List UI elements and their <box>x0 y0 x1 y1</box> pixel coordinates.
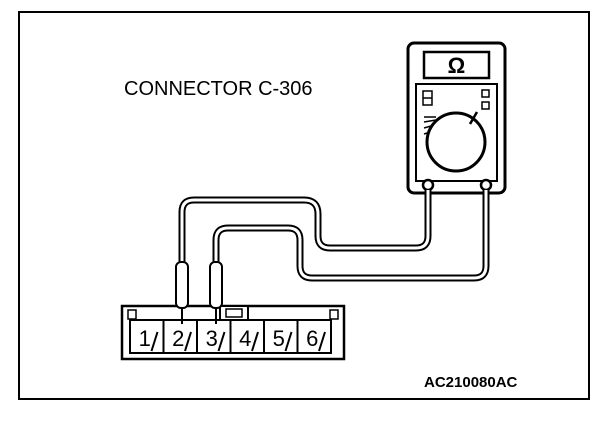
pin-terminal-mark <box>150 331 159 352</box>
pin-cell <box>162 319 198 354</box>
pin-cell <box>129 319 165 354</box>
meter-dial-pointer <box>468 111 479 125</box>
pin-number: 1 <box>139 326 151 351</box>
pin-terminal-mark <box>284 331 293 352</box>
connector-pin-1: 1 <box>129 319 165 354</box>
pin-terminal-mark <box>251 331 259 352</box>
pin-cell <box>229 319 265 354</box>
meter-indicator-right-bottom <box>481 101 490 110</box>
connector-pin-6: 6 <box>296 319 332 354</box>
ohm-symbol: Ω <box>448 53 466 78</box>
probe-body-pin-3 <box>209 261 223 309</box>
probe-body-pin-2 <box>175 261 189 309</box>
pin-number: 5 <box>273 326 285 351</box>
probe-wire-outer-core <box>180 190 430 262</box>
connector-pin-2: 2 <box>162 319 198 354</box>
pin-cell <box>196 319 232 354</box>
connector-title: CONNECTOR C-306 <box>124 78 313 100</box>
pin-number: 2 <box>172 326 184 351</box>
test-probes <box>175 261 223 324</box>
pin-number: 6 <box>306 326 318 351</box>
connector-pin-3: 3 <box>196 319 232 354</box>
probe-wires <box>178 190 490 282</box>
meter-dial <box>425 111 487 173</box>
connector-tab-right <box>329 309 339 320</box>
pin-number: 3 <box>206 326 218 351</box>
pin-terminal-mark <box>184 331 192 352</box>
connector-lock-inner <box>225 308 243 318</box>
pin-cell <box>296 319 332 354</box>
meter-indicator-right-top <box>481 89 490 98</box>
meter-display <box>422 50 491 80</box>
connector-pin-4: 4 <box>229 319 265 354</box>
meter-terminal-right <box>479 178 493 192</box>
pin-terminal-mark <box>217 331 226 352</box>
connector-tab-left <box>127 309 137 320</box>
meter-tick <box>423 119 437 123</box>
ohmmeter-icon: Ω <box>406 41 507 195</box>
probe-wire-inner-core <box>214 190 488 280</box>
meter-terminal-left <box>421 178 435 192</box>
pin-number: 4 <box>239 326 251 351</box>
figure-code: AC210080AC <box>424 374 518 391</box>
pin-terminal-mark <box>318 331 326 352</box>
connector-pin-5: 5 <box>263 319 299 354</box>
